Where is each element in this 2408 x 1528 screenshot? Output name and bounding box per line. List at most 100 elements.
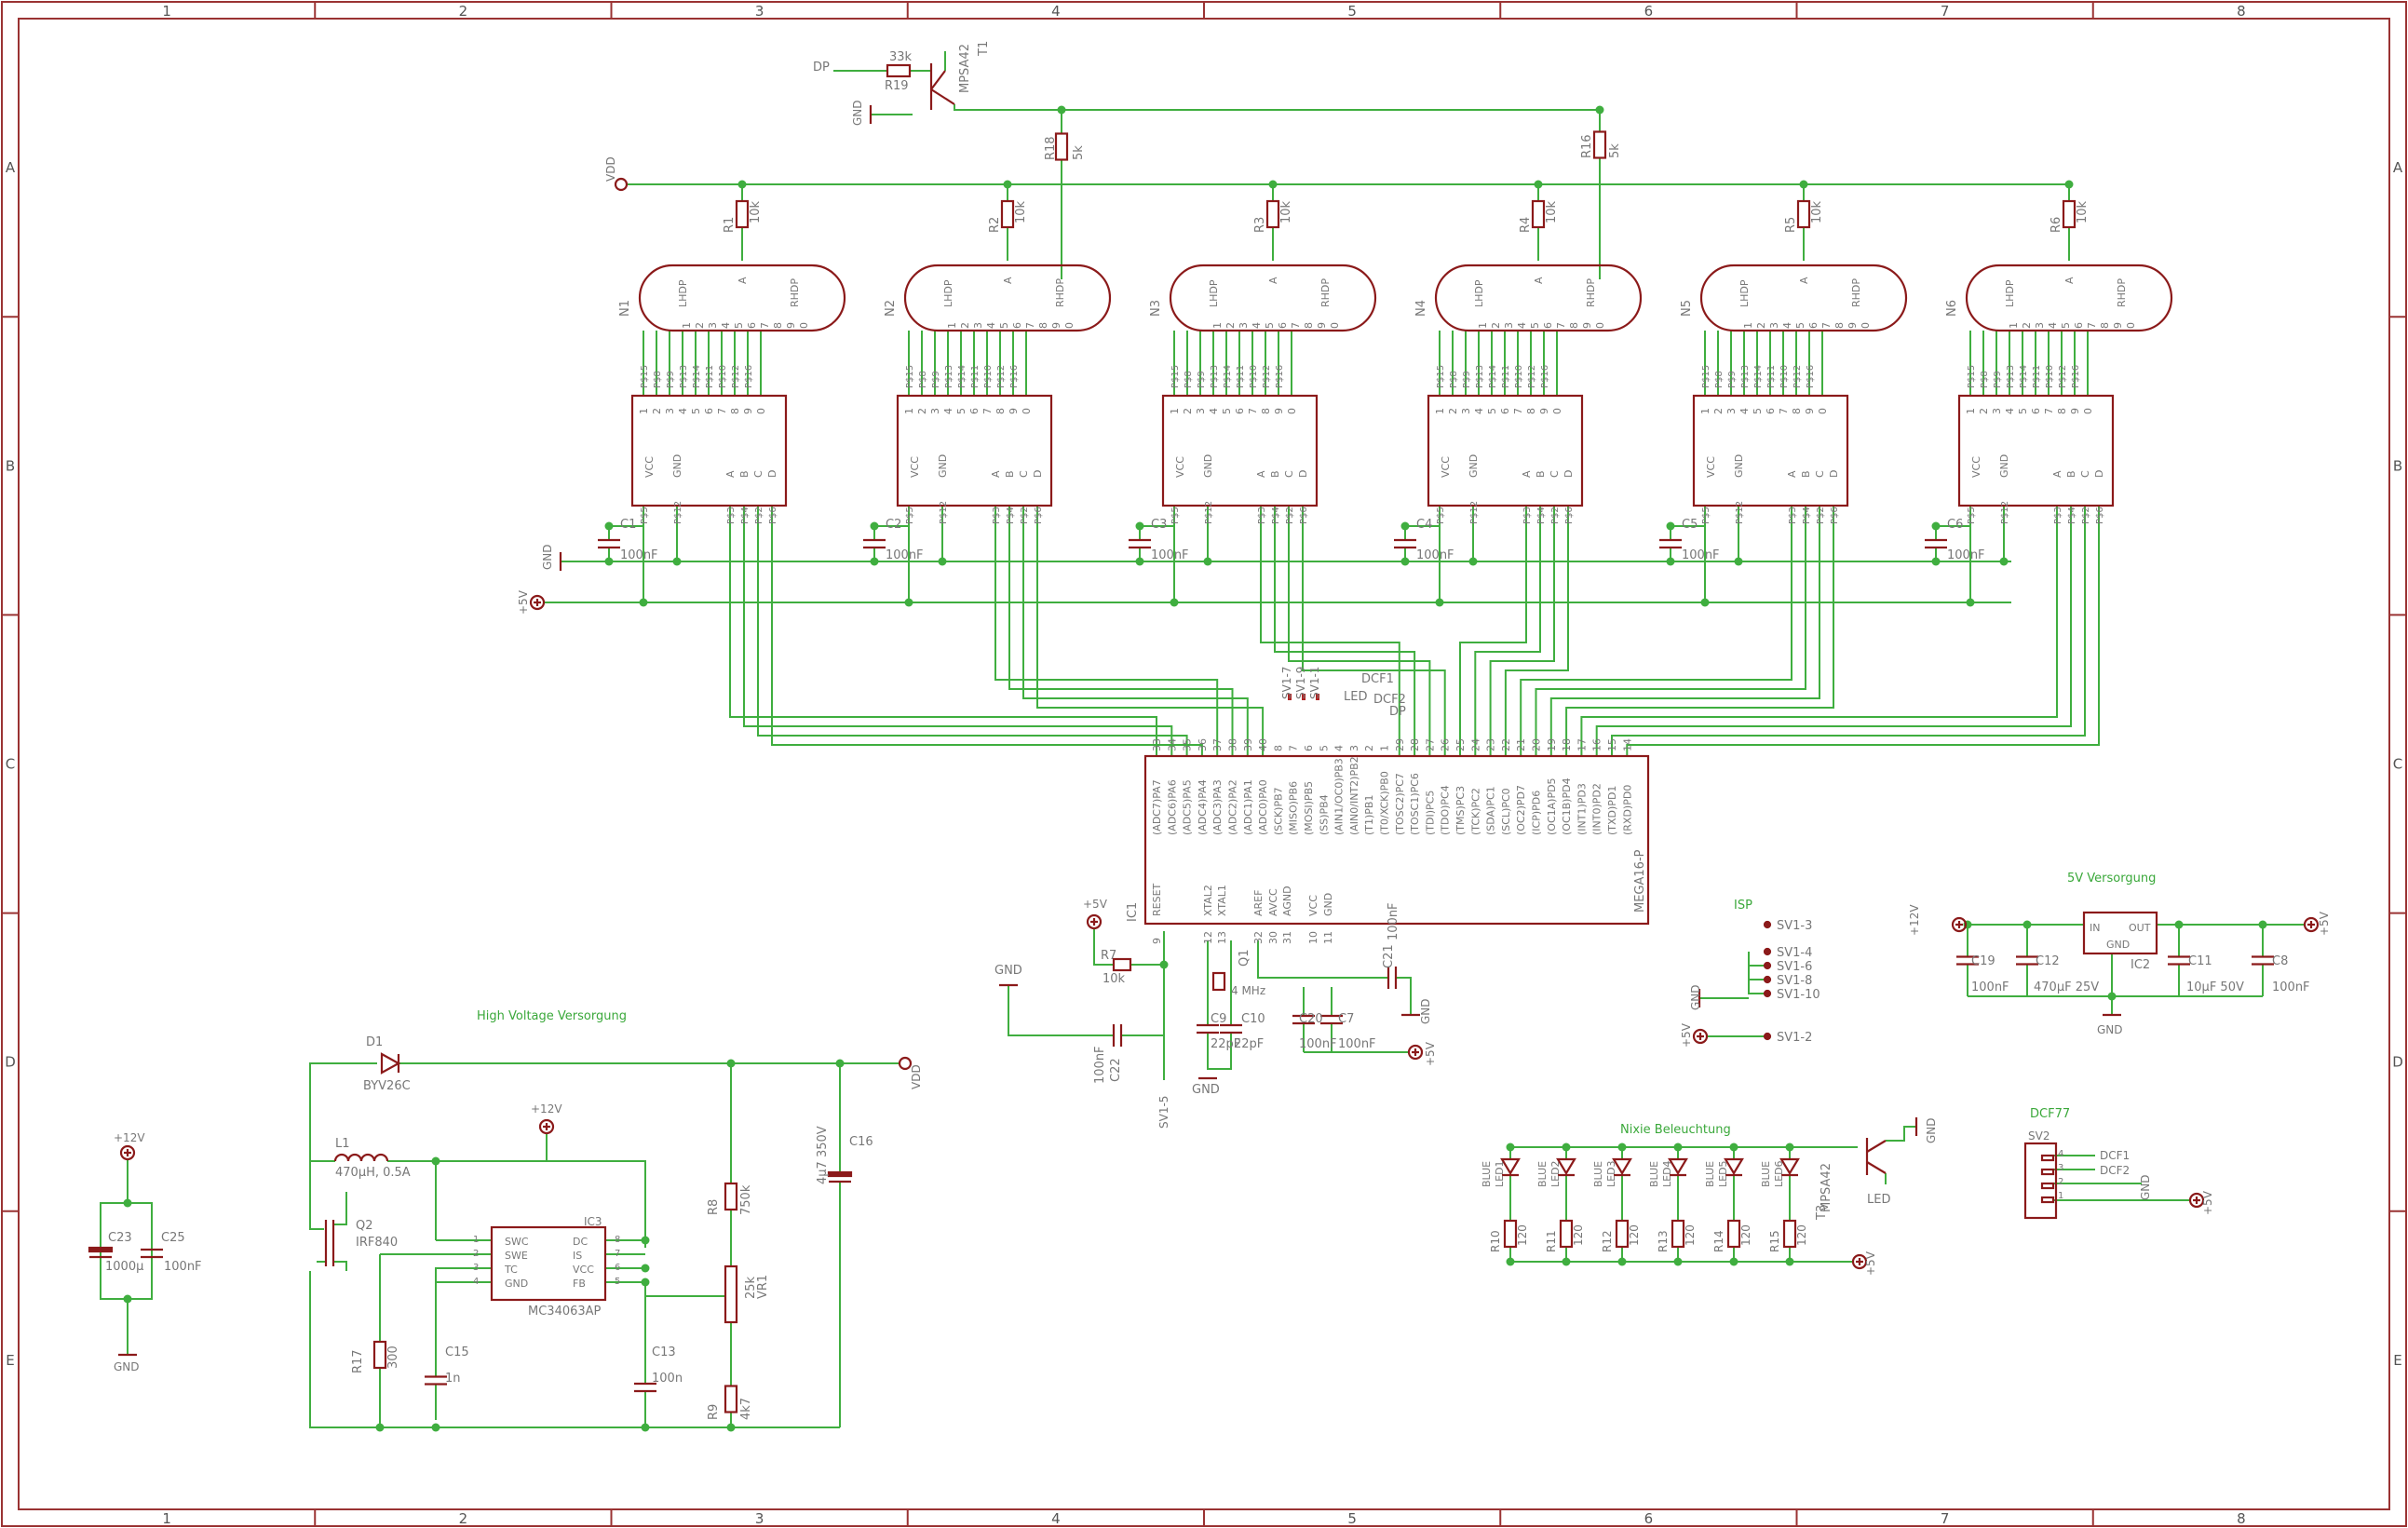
c8-name: C8 <box>2272 954 2288 968</box>
mcu-pin-number: 12 <box>1202 931 1214 944</box>
junction-dot <box>1159 960 1169 969</box>
driver-pin-label: C <box>1814 470 1826 478</box>
driver-pin: 5 <box>1486 408 1498 414</box>
c22-name: C22 <box>1109 1058 1123 1082</box>
vdd-label: VDD <box>910 1064 923 1089</box>
column-label: 3 <box>755 3 764 20</box>
driver-pin: 2 <box>651 408 663 414</box>
digit-pin: 9 <box>785 322 797 329</box>
r7-resistor <box>1112 957 1132 972</box>
driver-pin: 0 <box>2082 408 2094 414</box>
c19-name: C19 <box>1971 954 1995 968</box>
mcu-pin-number: 7 <box>1288 745 1300 751</box>
mcu-port-label: (ICP)PD6 <box>1531 791 1543 835</box>
row-label: E <box>6 1352 14 1369</box>
driver-pad: P$13 <box>1475 365 1485 388</box>
mcu-port-label: (TOSC1)PC6 <box>1409 773 1421 835</box>
c11-value: 10µF 50V <box>2186 980 2244 994</box>
driver-pin-label: D <box>2093 470 2105 478</box>
wire <box>333 1192 347 1225</box>
digit-pin: 3 <box>1768 322 1780 329</box>
cap-value: 100nF <box>1416 548 1454 562</box>
digit-pin: 1 <box>1477 322 1489 329</box>
p12v-label: +12V <box>114 1131 145 1144</box>
digit-pin: 3 <box>1503 322 1515 329</box>
p5v-label: +5V <box>2318 911 2331 936</box>
digit-pin: 7 <box>759 322 771 329</box>
mcu-port-label: (OC1B)PD4 <box>1561 778 1573 835</box>
column-label: 1 <box>162 3 171 20</box>
digit-pin: 0 <box>2125 322 2137 329</box>
driver-pad: P$4 <box>1006 507 1016 524</box>
digit-pin: 6 <box>2073 322 2085 329</box>
vdd-label: VDD <box>604 156 617 182</box>
bcd-driver-6 <box>1957 394 2115 507</box>
driver-pin-label: A <box>2051 470 2063 478</box>
r16-name: R16 <box>1580 134 1594 158</box>
r18-name: R18 <box>1044 136 1058 160</box>
net-label: DCF2 <box>1373 693 1406 707</box>
driver-pad: P$11 <box>1501 365 1511 388</box>
driver-pad: P$9 <box>666 371 676 388</box>
wire <box>1549 526 1820 756</box>
mcu-bottom-label: AVCC <box>1267 888 1279 916</box>
r18-value: 5k <box>1072 145 1086 160</box>
resistor-name: R11 <box>1545 1230 1558 1252</box>
led-name: LED5 <box>1717 1160 1729 1187</box>
wire <box>1036 526 1265 756</box>
sv2-pin-number: 3 <box>2058 1163 2063 1173</box>
t1-transistor <box>930 70 946 90</box>
components <box>88 63 2320 1413</box>
c15-value: 1n <box>445 1372 461 1386</box>
digit-pin: 3 <box>1238 322 1250 329</box>
r17-name: R17 <box>351 1349 365 1373</box>
pin-a: A <box>2063 277 2076 284</box>
driver-pin: 5 <box>2017 408 2029 414</box>
ic3-pin-number: 5 <box>615 1277 620 1287</box>
mcu-pin-number: 20 <box>1531 738 1543 751</box>
pin-a: A <box>1533 277 1545 284</box>
digit-pin: 8 <box>772 322 784 329</box>
digit-pin: 8 <box>2099 322 2111 329</box>
mcu-pin-number: 22 <box>1500 738 1512 751</box>
r17-resistor <box>372 1340 387 1370</box>
driver-pin-label: GND <box>1202 454 1214 478</box>
mcu-pin-number: 31 <box>1281 931 1293 944</box>
isp-pin <box>1763 947 1772 956</box>
ic3-pin-number: 1 <box>473 1235 479 1245</box>
anode-resistor-2 <box>1000 199 1015 229</box>
driver-pad: P$14 <box>692 365 702 388</box>
p5v-rail-label: +5V <box>517 589 530 615</box>
digit-pin: 1 <box>1211 322 1224 329</box>
digit-pin: 7 <box>1290 322 1302 329</box>
tube-name: N1 <box>618 300 632 317</box>
digit-pin: 5 <box>998 322 1010 329</box>
sv2-pin <box>2040 1154 2055 1162</box>
column-label: 6 <box>1644 3 1654 20</box>
wire <box>1257 940 1378 979</box>
driver-pad: P$12 <box>673 501 683 524</box>
sv15-label: SV1-5 <box>1157 1096 1170 1129</box>
backlight-resistor-5 <box>1726 1219 1741 1249</box>
l1-inductor <box>372 1153 389 1162</box>
r19-name: R19 <box>885 79 909 93</box>
driver-pin: 6 <box>1234 408 1246 414</box>
vr1-value: 25k <box>744 1276 758 1299</box>
driver-pad: P$11 <box>2032 365 2042 388</box>
driver-pad: P$9 <box>931 371 941 388</box>
mcu-ic1 <box>1143 754 1650 926</box>
driver-pin: 2 <box>1447 408 1459 414</box>
net-label: DP <box>1389 705 1406 719</box>
q1-name: Q1 <box>1238 949 1251 967</box>
driver-pad: P$16 <box>2071 365 2081 388</box>
q2-name: Q2 <box>356 1219 373 1233</box>
c15-name: C15 <box>445 1345 469 1359</box>
digit-pin: 7 <box>1555 322 1567 329</box>
wire <box>1459 526 1527 756</box>
mcu-name: IC1 <box>1126 902 1140 922</box>
driver-pin: 0 <box>755 408 767 414</box>
dcf1-net: DCF1 <box>2100 1149 2130 1162</box>
backlight-resistor-1 <box>1503 1219 1518 1249</box>
c10-name: C10 <box>1241 1012 1265 1026</box>
nixie-tube-5 <box>1699 264 1908 332</box>
